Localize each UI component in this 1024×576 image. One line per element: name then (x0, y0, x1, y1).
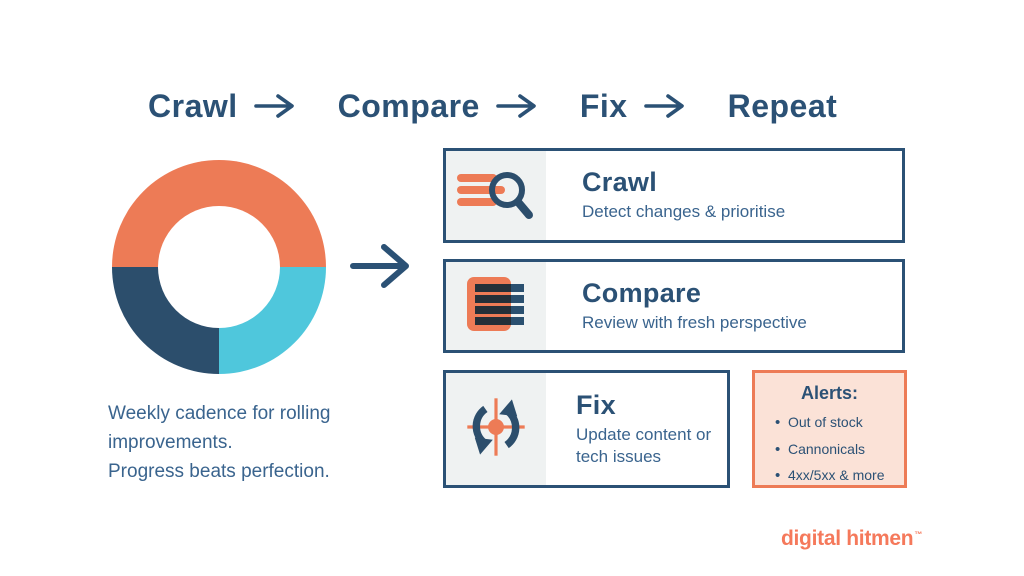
card-compare-icon-panel (446, 262, 546, 350)
cadence-donut-chart (112, 160, 326, 374)
card-fix: Fix Update content or tech issues (443, 370, 730, 488)
caption-line: Weekly cadence for rolling (108, 403, 331, 424)
caption-line: Progress beats perfection. (108, 460, 330, 482)
header-step-crawl: Crawl (148, 87, 238, 124)
card-crawl-text: Crawl Detect changes & prioritise (546, 151, 793, 240)
logo-text: digital hitmen (781, 527, 914, 550)
right-arrow-icon (643, 93, 686, 119)
alert-item: Cannonicals (775, 436, 898, 464)
card-crawl-title: Crawl (582, 167, 658, 198)
trademark-symbol: ™ (914, 530, 923, 539)
card-fix-subtitle: Update content or tech issues (576, 424, 712, 467)
alerts-list: Out of stock Cannonicals 4xx/5xx & more (761, 409, 898, 490)
donut-caption: Weekly cadence for rolling improvements.… (108, 400, 388, 487)
card-compare: Compare Review with fresh perspective (443, 259, 905, 353)
alerts-title: Alerts: (800, 383, 858, 403)
right-arrow-icon (350, 242, 412, 295)
card-fix-text: Fix Update content or tech issues (546, 373, 727, 485)
card-fix-icon-panel (446, 373, 546, 485)
card-compare-text: Compare Review with fresh perspective (546, 262, 815, 350)
card-crawl-icon-panel (446, 151, 546, 240)
card-fix-title: Fix (576, 389, 616, 420)
alert-item: 4xx/5xx & more (775, 462, 898, 490)
list-icon (463, 274, 529, 339)
alerts-box: Alerts: Out of stock Cannonicals 4xx/5xx… (752, 370, 907, 490)
caption-line: improvements. (108, 431, 233, 453)
workflow-header: Crawl Compare Fix Repeat (148, 84, 837, 128)
right-arrow-icon (496, 93, 538, 119)
card-compare-title: Compare (582, 277, 702, 308)
card-compare-subtitle: Review with fresh perspective (582, 312, 807, 332)
search-icon (455, 162, 537, 229)
header-step-fix: Fix (579, 87, 628, 124)
card-crawl-subtitle: Detect changes & prioritise (582, 202, 786, 222)
card-crawl: Crawl Detect changes & prioritise (443, 148, 905, 243)
donut-hole (158, 206, 280, 328)
header-step-repeat: Repeat (727, 87, 838, 124)
alert-item: Out of stock (775, 409, 898, 437)
header-step-compare: Compare (337, 87, 480, 124)
refresh-crosshair-icon (462, 393, 530, 466)
right-arrow-icon (253, 93, 296, 119)
digital-hitmen-logo: digital hitmen™ (781, 527, 922, 551)
